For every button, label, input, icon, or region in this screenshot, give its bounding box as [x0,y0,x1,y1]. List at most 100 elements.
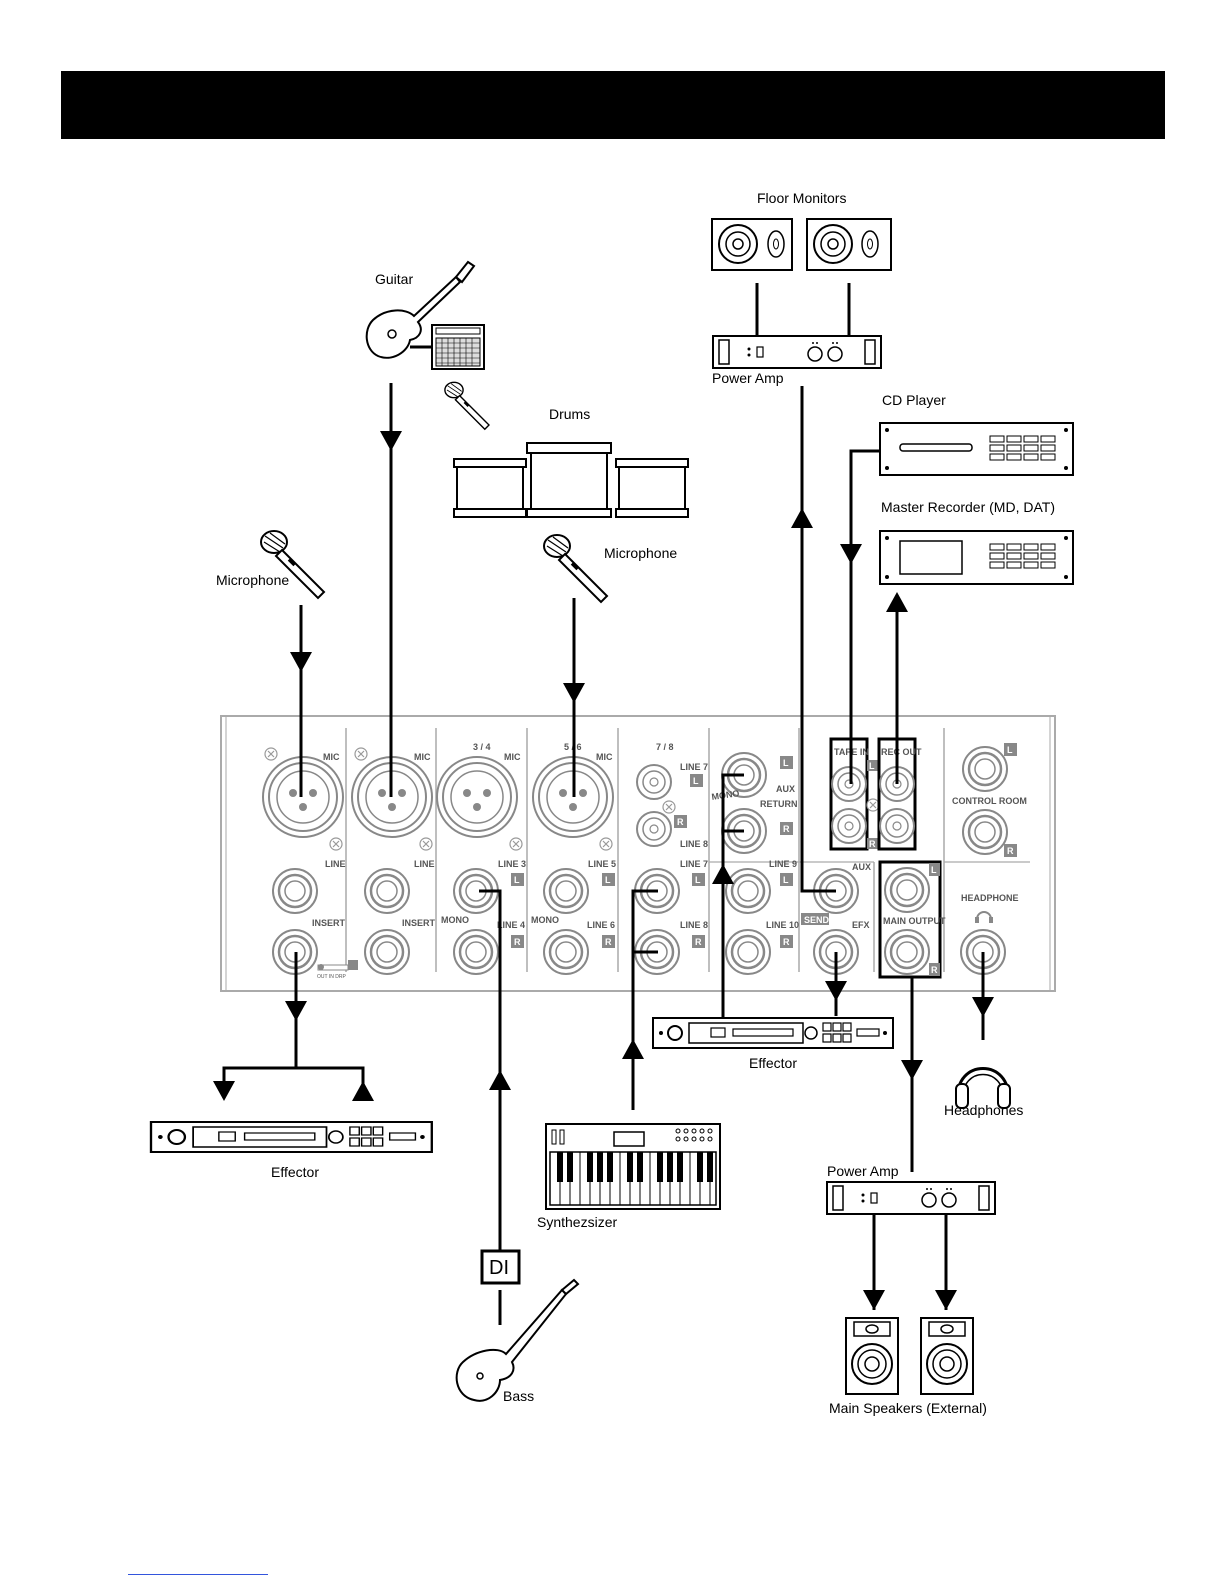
ch34-line4-label: LINE 4 [497,920,525,930]
master-recorder-label: Master Recorder (MD, DAT) [881,499,1055,515]
main-output-l-jack[interactable] [883,866,931,914]
power-amp-bottom-label: Power Amp [827,1163,899,1179]
ch78-rca-r-badge [674,815,687,828]
ch78-r-badge [692,935,705,948]
ch56-line6-jack[interactable] [542,928,590,976]
drums-label: Drums [549,406,590,422]
insert-switch-label: OUT IN DRP [317,974,346,980]
main-r-badge [929,963,940,976]
ch2-insert-jack[interactable] [363,928,411,976]
channel-1-strip: MIC LINE INSERT OUT IN DRP [262,747,358,980]
headphone-small-icon [976,911,992,920]
ch78-l-badge [692,873,705,886]
ch78-l-badge-text: L [695,875,701,885]
main-output-r-jack[interactable] [883,928,931,976]
guitar-label: Guitar [375,271,413,287]
ch1-insert-label: INSERT [312,918,346,928]
rec-out-label: REC OUT [881,747,922,757]
line10-badge-text: R [783,937,790,947]
arrows [213,431,994,1310]
ch56-mono-label: MONO [531,915,559,925]
floor-monitor-left [711,218,793,271]
insert-switch[interactable] [317,960,358,971]
effector-mid-label: Effector [749,1055,797,1071]
ch1-line-label: LINE [325,859,346,869]
cr-l-badge-text: L [1007,745,1013,755]
line10-badge [780,935,793,948]
ch34-line3-label: LINE 3 [498,859,526,869]
control-room-l-jack[interactable] [961,745,1009,793]
main-speakers-label: Main Speakers (External) [829,1400,987,1416]
line9-label: LINE 9 [769,859,797,869]
aux-return-r-badge-text: R [783,824,790,834]
cr-r-badge [1004,844,1017,857]
ch2-insert-label: INSERT [402,918,436,928]
ch56-line5-jack[interactable] [542,867,590,915]
cr-r-badge-text: R [1007,846,1014,856]
master-recorder-icon [879,530,1074,585]
guitar-amp-icon [431,324,485,370]
aux-send-section: AUX SEND EFX [801,862,871,976]
channel-78-strip: 7 / 8 LINE 7 L R LINE 8 LINE 7 L LINE 8 … [633,742,708,976]
ch1-mic-label: MIC [323,752,340,762]
headphones-label: Headphones [944,1102,1023,1118]
ch78-line7-rca-label: LINE 7 [680,762,708,772]
line9-badge-text: L [783,875,789,885]
control-room-section: L CONTROL ROOM R HEADPHONE [952,743,1027,976]
guitar-icon [365,260,476,359]
ch78-r-badge-text: R [695,937,702,947]
ch56-line5-label: LINE 5 [588,859,616,869]
power-amp-top-label: Power Amp [712,370,784,386]
power-amp-bottom [826,1181,996,1215]
floor-monitor-right [806,218,892,271]
ch78-line8-rca-label: LINE 8 [680,839,708,849]
ch34-l-badge-text: L [514,875,520,885]
rec-out-r-rca[interactable] [879,808,915,844]
line10-jack[interactable] [724,928,772,976]
title-banner [61,71,1165,139]
main-output-section: L MAIN OUTPUT R [878,860,946,979]
efx-label: EFX [852,920,870,930]
ch34-line4-jack[interactable] [452,928,500,976]
channel-2-strip: MIC LINE INSERT [351,747,436,976]
effector-mid-icon [652,1017,894,1049]
headphone-label: HEADPHONE [961,893,1019,903]
control-room-r-jack[interactable] [961,808,1009,856]
aux-return-l-badge [780,756,793,769]
ch56-l-badge [602,873,615,886]
line9-jack[interactable] [724,867,772,915]
drums-mic-icon [543,534,608,603]
aux-return-section: L MONO AUX RETURN R LINE 9 L LINE 10 R [711,751,799,976]
microphone-left-label: Microphone [216,572,289,588]
main-speaker-right [920,1317,974,1395]
ch34-mic-input[interactable] [436,756,518,838]
aux-return-aux-label: AUX [776,784,795,794]
ch78-rca-r-badge-text: R [677,817,684,827]
power-amp-top [712,335,882,369]
synthesizer-icon [545,1123,721,1210]
aux-return-mono-label: MONO [711,788,740,802]
ch1-mic-input[interactable] [262,756,344,838]
main-speaker-left [845,1317,899,1395]
ch78-line7-label: LINE 7 [680,859,708,869]
ch2-line-jack[interactable] [363,867,411,915]
tape-in-r-rca[interactable] [831,808,867,844]
ch78-rca-l-badge [690,774,703,787]
bass-label: Bass [503,1388,534,1404]
ch2-mic-label: MIC [414,752,431,762]
tape-l-badge [867,760,878,771]
drums-icon [453,442,689,518]
tape-l-badge-text: L [869,761,875,771]
tape-r-badge [867,838,878,849]
aux-return-l-badge-text: L [783,758,789,768]
ch78-line8-rca[interactable] [636,811,672,847]
ch34-l-badge [511,873,524,886]
ch78-line7-rca[interactable] [636,764,672,800]
tape-in-l-rca[interactable] [831,766,867,802]
ch34-r-badge-text: R [514,937,521,947]
ch56-l-badge-text: L [605,875,611,885]
line9-badge [780,873,793,886]
ch78-rca-l-badge-text: L [693,776,699,786]
main-r-badge-text: R [931,965,938,975]
ch1-line-jack[interactable] [271,867,319,915]
